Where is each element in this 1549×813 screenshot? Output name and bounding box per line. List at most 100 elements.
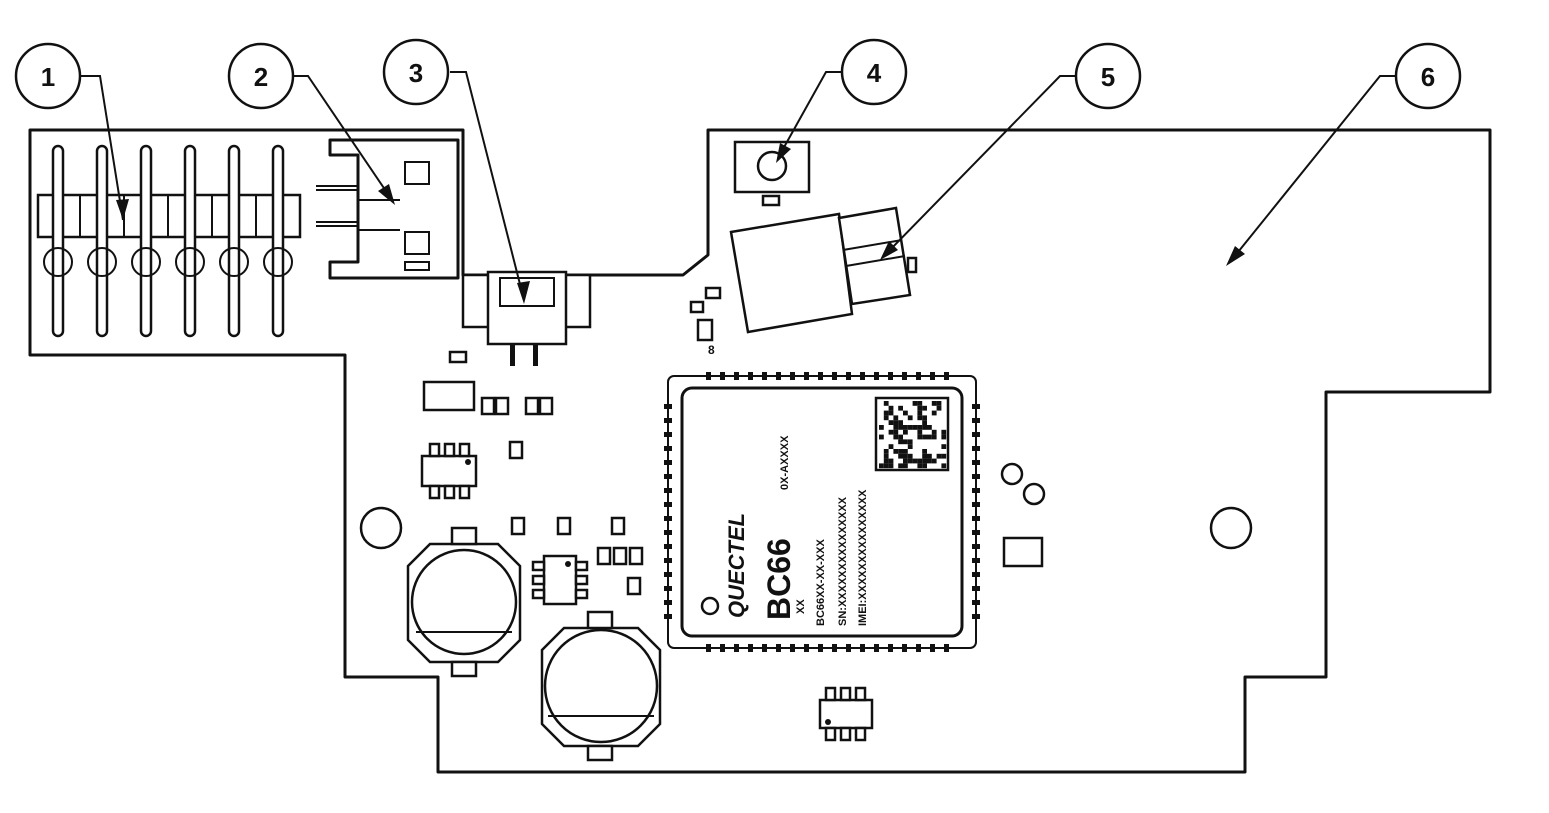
module-pad <box>972 418 980 423</box>
module-pad <box>972 600 980 605</box>
led-component <box>733 140 811 207</box>
header-pin <box>51 144 65 338</box>
module-pad <box>832 372 837 380</box>
module-pad <box>832 644 837 652</box>
qr-cell <box>883 449 889 454</box>
module-pad <box>706 644 711 652</box>
component-c8-label: 8 <box>708 343 715 357</box>
qr-cell <box>922 449 927 454</box>
small-connector <box>461 270 592 366</box>
module-pad <box>916 372 921 380</box>
module-pad <box>972 502 980 507</box>
header-pin-ring <box>175 261 205 277</box>
header-pin-ring <box>131 247 161 263</box>
qr-cell <box>931 401 937 406</box>
qr-cell <box>922 425 927 430</box>
module-pad <box>972 586 980 591</box>
qr-cell <box>917 425 923 430</box>
qr-cell <box>931 429 937 435</box>
header-pin-ring <box>87 247 117 263</box>
qr-cell <box>893 420 899 425</box>
module-pad <box>972 432 980 437</box>
header-pin <box>95 144 109 338</box>
module-pad <box>790 372 795 380</box>
callout-2: 2 <box>227 42 295 110</box>
qr-cell <box>893 429 899 435</box>
module-pad <box>664 586 672 591</box>
module-pad <box>972 558 980 563</box>
module-line-3: SN:XXXXXXXXXXXXXXX <box>837 496 849 626</box>
module-pad <box>776 644 781 652</box>
module-pad <box>874 372 879 380</box>
qr-cell <box>898 463 903 469</box>
module-pad <box>804 644 809 652</box>
qr-cell <box>922 458 927 464</box>
module-pad <box>846 372 851 380</box>
qr-cell <box>917 434 923 440</box>
passive-components-top: 8 <box>422 286 1046 596</box>
qr-cell <box>879 434 884 440</box>
pcb-board-outline <box>28 128 1492 774</box>
module-pad <box>930 644 935 652</box>
qr-cell <box>898 439 903 445</box>
qr-cell <box>936 405 942 411</box>
module-brand: QUECTEL <box>724 513 749 618</box>
header-pin <box>271 144 285 338</box>
module-pad <box>664 474 672 479</box>
qr-cell <box>893 425 899 430</box>
qr-cell <box>931 434 937 440</box>
module-code: 0X-AXXXX <box>779 435 791 490</box>
module-pad <box>664 530 672 535</box>
qr-cell <box>888 458 894 464</box>
module-pad <box>944 372 949 380</box>
module-pad <box>888 372 893 380</box>
leader-arrowheads <box>116 143 1245 304</box>
qr-cell <box>903 458 908 464</box>
qr-code <box>874 396 950 472</box>
module-pad <box>664 460 672 465</box>
mounting-hole-left <box>359 506 403 550</box>
inductor-1 <box>406 526 522 678</box>
module-pad <box>902 372 907 380</box>
qr-cell <box>907 415 913 421</box>
qr-cell <box>917 410 923 416</box>
module-pad <box>972 516 980 521</box>
qr-cell <box>917 405 923 411</box>
module-pad <box>972 404 980 409</box>
module-pad <box>860 372 865 380</box>
qr-cell <box>903 425 908 430</box>
qr-cell <box>888 429 894 435</box>
qr-cell <box>917 415 923 421</box>
qr-cell <box>898 420 903 425</box>
header-pin-ring <box>263 247 293 263</box>
qr-cell <box>907 453 913 459</box>
qr-cell <box>922 453 927 459</box>
callout-2-label: 2 <box>254 62 268 92</box>
bc66-module: QUECTEL BC66 0X-AXXXX XX BC66XX-XX-XXX S… <box>664 372 980 652</box>
ic-chip-2 <box>531 554 589 606</box>
qr-cell <box>883 453 889 459</box>
qr-cell <box>888 463 894 469</box>
module-pad <box>902 644 907 652</box>
jst-connector <box>316 138 460 280</box>
ic-chip-3 <box>818 686 874 742</box>
module-pad <box>664 516 672 521</box>
module-line-2: BC66XX-XX-XXX <box>815 539 827 626</box>
inductor-2 <box>540 610 662 762</box>
module-pad <box>874 644 879 652</box>
qr-cell <box>879 463 884 469</box>
qr-cell <box>922 463 927 469</box>
module-pad <box>664 558 672 563</box>
header-pin-ring <box>263 261 293 277</box>
qr-cell <box>922 405 927 411</box>
qr-cell <box>927 425 932 430</box>
qr-cell <box>927 434 932 440</box>
qr-cell <box>898 405 903 411</box>
callout-6: 6 <box>1394 42 1462 110</box>
qr-cell <box>941 453 947 459</box>
qr-cell <box>907 439 913 445</box>
qr-cell <box>903 449 908 454</box>
module-pad <box>748 644 753 652</box>
module-pad <box>776 372 781 380</box>
